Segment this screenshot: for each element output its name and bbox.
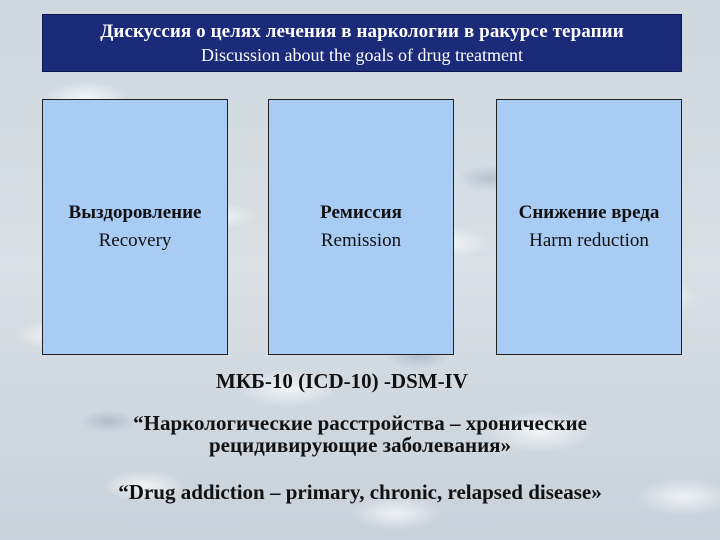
quote-russian-line-1: “Наркологические расстройства – хроничес… (133, 411, 587, 435)
goal-label-english: Remission (320, 230, 402, 251)
quote-english: “Drug addiction – primary, chronic, rela… (118, 480, 602, 504)
goal-box-remission (268, 99, 454, 355)
goal-box-recovery (42, 99, 228, 355)
slide-title-english: Discussion about the goals of drug treat… (201, 45, 523, 65)
goal-label-harm-reduction: Снижение вреда Harm reduction (479, 198, 699, 254)
slide-title-russian: Дискуссия о целях лечения в наркологии в… (100, 21, 624, 42)
quote-russian-line-2: рецидивирующие заболевания» (208, 433, 512, 457)
goal-label-remission: Ремиссия Remission (251, 198, 471, 254)
goal-box-harm-reduction (496, 99, 682, 355)
slide-title-banner: Дискуссия о целях лечения в наркологии в… (42, 14, 682, 72)
classification-reference: МКБ-10 (ICD-10) -DSM-IV (216, 369, 468, 393)
goal-label-russian: Снижение вреда (518, 202, 660, 223)
goal-label-russian: Выздоровление (68, 202, 202, 223)
goal-label-english: Recovery (98, 230, 172, 251)
quote-russian: “Наркологические расстройства – хроничес… (60, 412, 660, 456)
goal-label-recovery: Выздоровление Recovery (25, 198, 245, 254)
goal-label-english: Harm reduction (529, 230, 649, 251)
goal-label-russian: Ремиссия (320, 202, 402, 223)
